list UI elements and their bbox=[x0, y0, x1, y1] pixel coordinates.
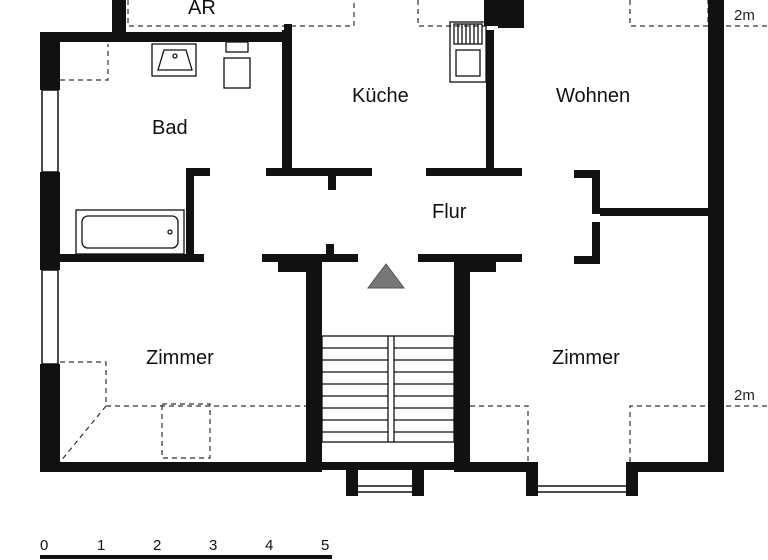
dimension-label-mid: 2m bbox=[734, 387, 755, 404]
room-label-bad: Bad bbox=[152, 117, 188, 139]
bad-dashed-box bbox=[60, 44, 109, 81]
dimension-label-top: 2m bbox=[734, 7, 755, 24]
outer-wall-left-low bbox=[40, 364, 60, 472]
room-label-zimmer-right: Zimmer bbox=[552, 347, 620, 369]
wohnen-dashed-box bbox=[629, 0, 709, 27]
wall-wohnen-bottom bbox=[600, 208, 710, 216]
bathtub-icon bbox=[75, 209, 185, 255]
scale-tick-0: 0 bbox=[40, 537, 48, 554]
bay-right-left bbox=[526, 462, 538, 496]
outer-wall-left-mid bbox=[40, 172, 60, 270]
scale-tick-2: 2 bbox=[153, 537, 161, 554]
zimmer-right-dashed-2 bbox=[629, 405, 708, 462]
bay-right-right bbox=[626, 462, 638, 496]
scale-tick-5: 5 bbox=[321, 537, 329, 554]
scale-tick-4: 4 bbox=[265, 537, 273, 554]
wall-flur-right-top bbox=[574, 170, 600, 178]
ar-dashed-box bbox=[127, 0, 355, 27]
wall-flur-right-vert bbox=[592, 170, 600, 214]
room-label-flur: Flur bbox=[432, 201, 467, 223]
wall-kitchen-wohnen bbox=[486, 30, 494, 170]
top-wall-ar-left bbox=[112, 0, 126, 38]
scale-bar: 0 1 2 3 4 5 bbox=[40, 537, 332, 559]
toilet-icon bbox=[223, 57, 251, 89]
scale-bar-line bbox=[40, 555, 332, 559]
wall-flur-right-bottom bbox=[574, 256, 600, 264]
wall-flur-top-mid bbox=[266, 168, 372, 176]
wall-flur-top-mid-stub bbox=[328, 168, 336, 190]
room-label-kueche: Küche bbox=[352, 85, 409, 107]
outer-wall-right bbox=[708, 0, 724, 472]
room-label-ar: AR bbox=[188, 0, 216, 19]
bottom-wall-right bbox=[454, 462, 538, 472]
wall-bad-kitchen bbox=[282, 30, 292, 170]
cabinet-icon bbox=[225, 41, 249, 53]
sink-icon bbox=[151, 43, 197, 77]
kitchen-pillar bbox=[498, 0, 524, 28]
window-left-2 bbox=[41, 269, 59, 365]
wall-bad-bottom bbox=[40, 254, 204, 262]
dashed-outlines bbox=[59, 0, 768, 463]
wall-flur-top-left bbox=[190, 168, 210, 176]
stair-arrow-icon bbox=[367, 263, 405, 289]
zimmer-right-dashed bbox=[470, 405, 529, 462]
top-wall-bad bbox=[40, 32, 290, 42]
entrance-bay-right bbox=[412, 462, 424, 496]
wall-bad-right-stub bbox=[186, 168, 194, 256]
outer-wall-left-top bbox=[40, 34, 60, 90]
bay-windows bbox=[358, 485, 626, 493]
scale-tick-1: 1 bbox=[97, 537, 105, 554]
room-label-zimmer-left: Zimmer bbox=[146, 347, 214, 369]
walls bbox=[40, 0, 724, 496]
kitchen-stove-icon bbox=[449, 21, 487, 83]
staircase bbox=[321, 335, 455, 443]
scale-tick-3: 3 bbox=[209, 537, 217, 554]
entrance-bay-left bbox=[346, 462, 358, 496]
window-left-1 bbox=[41, 89, 59, 173]
zimmer-left-dashed bbox=[60, 361, 310, 407]
stair-wall-right bbox=[454, 258, 470, 466]
zimmer-left-diagonal bbox=[59, 405, 107, 463]
wall-flur-right-lower bbox=[592, 222, 600, 262]
zimmer-left-dashed-square bbox=[161, 403, 211, 459]
stair-wall-left bbox=[306, 258, 322, 466]
bottom-wall-left bbox=[40, 462, 322, 472]
bottom-wall-far-right bbox=[628, 462, 724, 472]
entrance-bay-top bbox=[306, 462, 470, 470]
fixtures bbox=[75, 21, 487, 255]
wall-flur-top-right bbox=[426, 168, 522, 176]
wall-flur-bottom-stub-mid bbox=[326, 244, 334, 260]
room-label-wohnen: Wohnen bbox=[556, 85, 630, 107]
